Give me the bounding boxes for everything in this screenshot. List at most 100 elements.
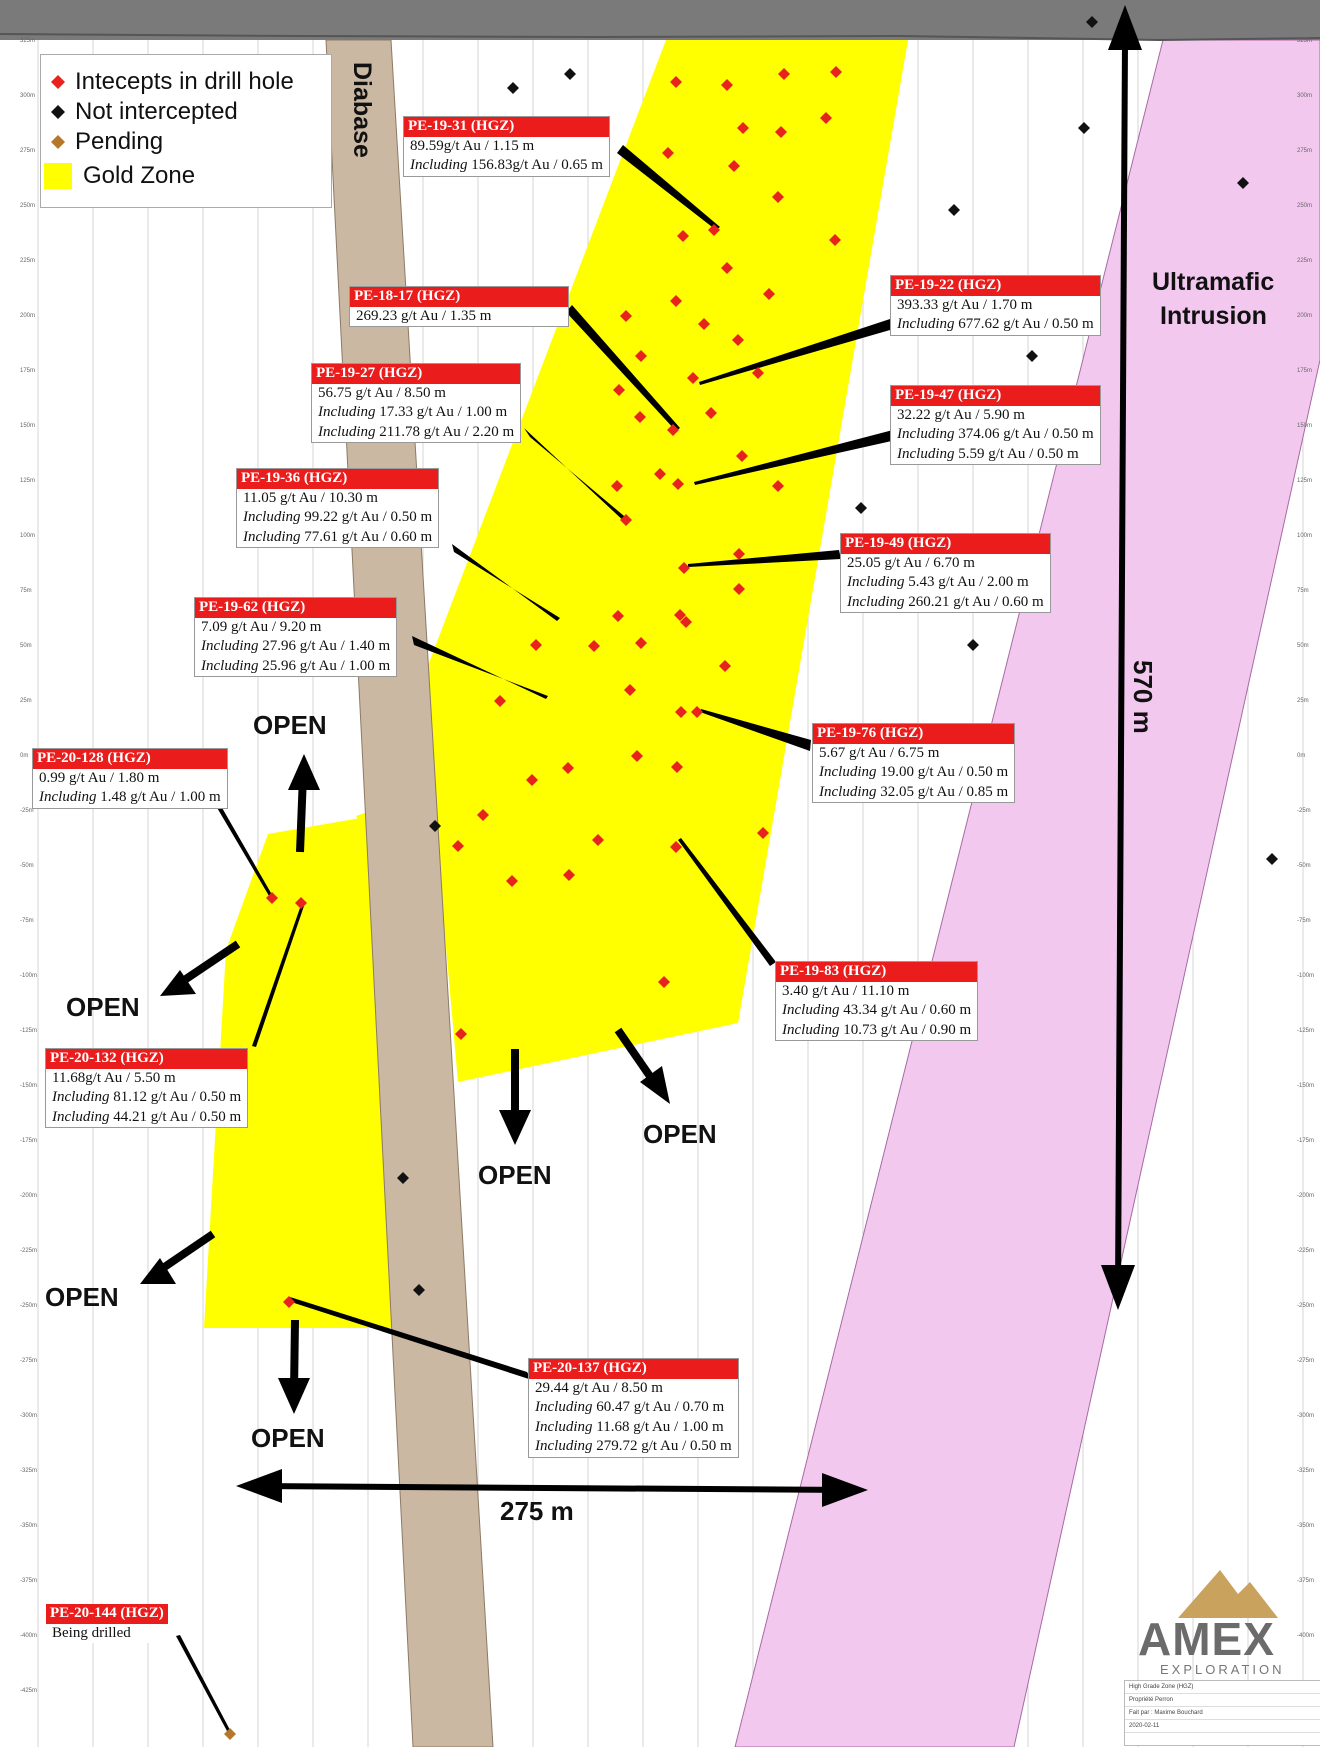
callout-title: PE-19-83 (HGZ): [776, 962, 978, 982]
elevation-tick-label: -350m: [1297, 1523, 1314, 1529]
intercept-marker: [670, 841, 682, 853]
intercept-marker: [477, 809, 489, 821]
leader-pe-19-47: [694, 430, 896, 485]
intercept-marker: [506, 875, 518, 887]
callout-title: PE-19-27 (HGZ): [312, 364, 521, 384]
leader-pe-19-22: [699, 318, 897, 385]
elevation-tick-label: 25m: [1297, 698, 1309, 704]
callout-pe-19-22: PE-19-22 (HGZ) 393.33 g/t Au / 1.70 m In…: [890, 275, 1101, 336]
elevation-tick-label: -50m: [1297, 863, 1311, 869]
elevation-tick-label: 275m: [1297, 148, 1312, 154]
callout-pe-19-62: PE-19-62 (HGZ) 7.09 g/t Au / 9.20 m Incl…: [194, 597, 398, 677]
leader-pe-20-128: [216, 806, 275, 901]
callout-title: PE-19-36 (HGZ): [237, 469, 439, 489]
intercept-marker: [733, 583, 745, 595]
elevation-tick-label: 225m: [1297, 258, 1312, 264]
elevation-tick-label: -100m: [20, 973, 37, 979]
elevation-tick-label: 25m: [20, 698, 32, 704]
intercept-marker: [295, 897, 307, 909]
elevation-tick-label: 325m: [1297, 38, 1312, 44]
callout-pe-19-76: PE-19-76 (HGZ) 5.67 g/t Au / 6.75 m Incl…: [812, 723, 1016, 803]
intercept-marker: [687, 372, 699, 384]
leader-pe-19-49: [688, 550, 841, 567]
callout-pe-20-144: PE-20-144 (HGZ) Being drilled: [46, 1604, 168, 1643]
callout-line: Including 11.68 g/t Au / 1.00 m: [535, 1418, 724, 1435]
callout-pe-19-36: PE-19-36 (HGZ) 11.05 g/t Au / 10.30 m In…: [236, 468, 440, 548]
intercept-marker: [708, 224, 720, 236]
elevation-tick-label: -400m: [1297, 1633, 1314, 1639]
elevation-tick-label: 225m: [20, 258, 35, 264]
elevation-tick-label: -125m: [20, 1028, 37, 1034]
elevation-tick-label: -400m: [20, 1633, 37, 1639]
intercept-marker: [705, 407, 717, 419]
legend-item-intercepts: Intecepts in drill hole: [41, 67, 294, 97]
intercept-marker: [530, 639, 542, 651]
elevation-tick-label: -200m: [20, 1193, 37, 1199]
callout-pe-18-17: PE-18-17 (HGZ) 269.23 g/t Au / 1.35 m: [349, 286, 569, 327]
intercept-marker: [452, 840, 464, 852]
elevation-tick-label: 50m: [1297, 643, 1309, 649]
black-diamond-icon: [51, 105, 65, 119]
elevation-tick-label: -300m: [20, 1413, 37, 1419]
intercept-marker: [674, 609, 686, 621]
leader-pe-19-27: [524, 428, 630, 524]
callout-line: Including 677.62 g/t Au / 0.50 m: [897, 316, 1094, 332]
intercept-marker: [624, 684, 636, 696]
intercept-marker: [829, 234, 841, 246]
elevation-ticks-left: 325m300m275m250m225m200m175m150m125m100m…: [20, 38, 37, 1694]
intercept-marker: [698, 318, 710, 330]
callout-line: 7.09 g/t Au / 9.20 m: [201, 618, 322, 635]
elevation-tick-label: 250m: [20, 203, 35, 209]
callout-title: PE-19-62 (HGZ): [195, 598, 397, 618]
open-label-6: OPEN: [251, 1423, 325, 1453]
leader-pe-19-36: [452, 544, 560, 621]
intercept-marker: [620, 310, 632, 322]
elevation-tick-label: -175m: [1297, 1138, 1314, 1144]
title-block-line: High Grade Zone (HGZ): [1125, 1681, 1320, 1694]
elevation-tick-label: -250m: [1297, 1303, 1314, 1309]
logo-sub: EXPLORATION: [1160, 1662, 1285, 1677]
intercept-marker: [588, 640, 600, 652]
red-diamond-icon: [51, 75, 65, 89]
callout-line: Including 17.33 g/t Au / 1.00 m: [318, 404, 508, 420]
intercept-marker: [634, 411, 646, 423]
ultramafic-label-line1: Ultramafic: [1152, 268, 1275, 296]
intercept-marker: [658, 976, 670, 988]
title-block-line: 2020-02-11: [1125, 1720, 1320, 1733]
intercept-marker: [592, 834, 604, 846]
intercept-marker: [670, 295, 682, 307]
leader-pe-19-62: [412, 636, 548, 699]
callout-line: Including 99.22 g/t Au / 0.50 m: [243, 509, 433, 525]
intercept-marker: [680, 616, 692, 628]
leader-pe-18-17: [566, 305, 680, 431]
callout-line: Including 43.34 g/t Au / 0.60 m: [782, 1002, 972, 1018]
elevation-tick-label: 175m: [20, 368, 35, 374]
elevation-tick-label: -50m: [20, 863, 34, 869]
intercept-marker: [635, 350, 647, 362]
elevation-tick-label: 125m: [1297, 478, 1312, 484]
elevation-tick-label: 0m: [1297, 753, 1305, 759]
callout-line: 393.33 g/t Au / 1.70 m: [897, 296, 1033, 313]
elevation-tick-label: -250m: [20, 1303, 37, 1309]
intercept-marker: [736, 450, 748, 462]
callout-line: Including 5.43 g/t Au / 2.00 m: [847, 574, 1029, 590]
callout-pe-19-27: PE-19-27 (HGZ) 56.75 g/t Au / 8.50 m Inc…: [311, 363, 522, 443]
not-intercepted-marker: [397, 1172, 409, 1184]
open-label-5: OPEN: [45, 1282, 119, 1312]
callout-pe-20-132: PE-20-132 (HGZ) 11.68g/t Au / 5.50 m Inc…: [45, 1048, 249, 1128]
elevation-tick-label: 100m: [20, 533, 35, 539]
not-intercepted-marker: [507, 82, 519, 94]
callout-pe-20-128: PE-20-128 (HGZ) 0.99 g/t Au / 1.80 m Inc…: [32, 748, 228, 809]
callout-line: Including 374.06 g/t Au / 0.50 m: [897, 426, 1094, 442]
yellow-square-icon: [44, 163, 72, 189]
intercept-marker: [526, 774, 538, 786]
elevation-tick-label: 250m: [1297, 203, 1312, 209]
elevation-tick-label: 50m: [20, 643, 32, 649]
elevation-tick-label: 300m: [1297, 93, 1312, 99]
intercept-marker: [728, 160, 740, 172]
open-label-3: OPEN: [478, 1160, 552, 1190]
callout-line: Being drilled: [52, 1624, 131, 1641]
intercept-marker: [635, 637, 647, 649]
callout-line: 29.44 g/t Au / 8.50 m: [535, 1379, 663, 1396]
